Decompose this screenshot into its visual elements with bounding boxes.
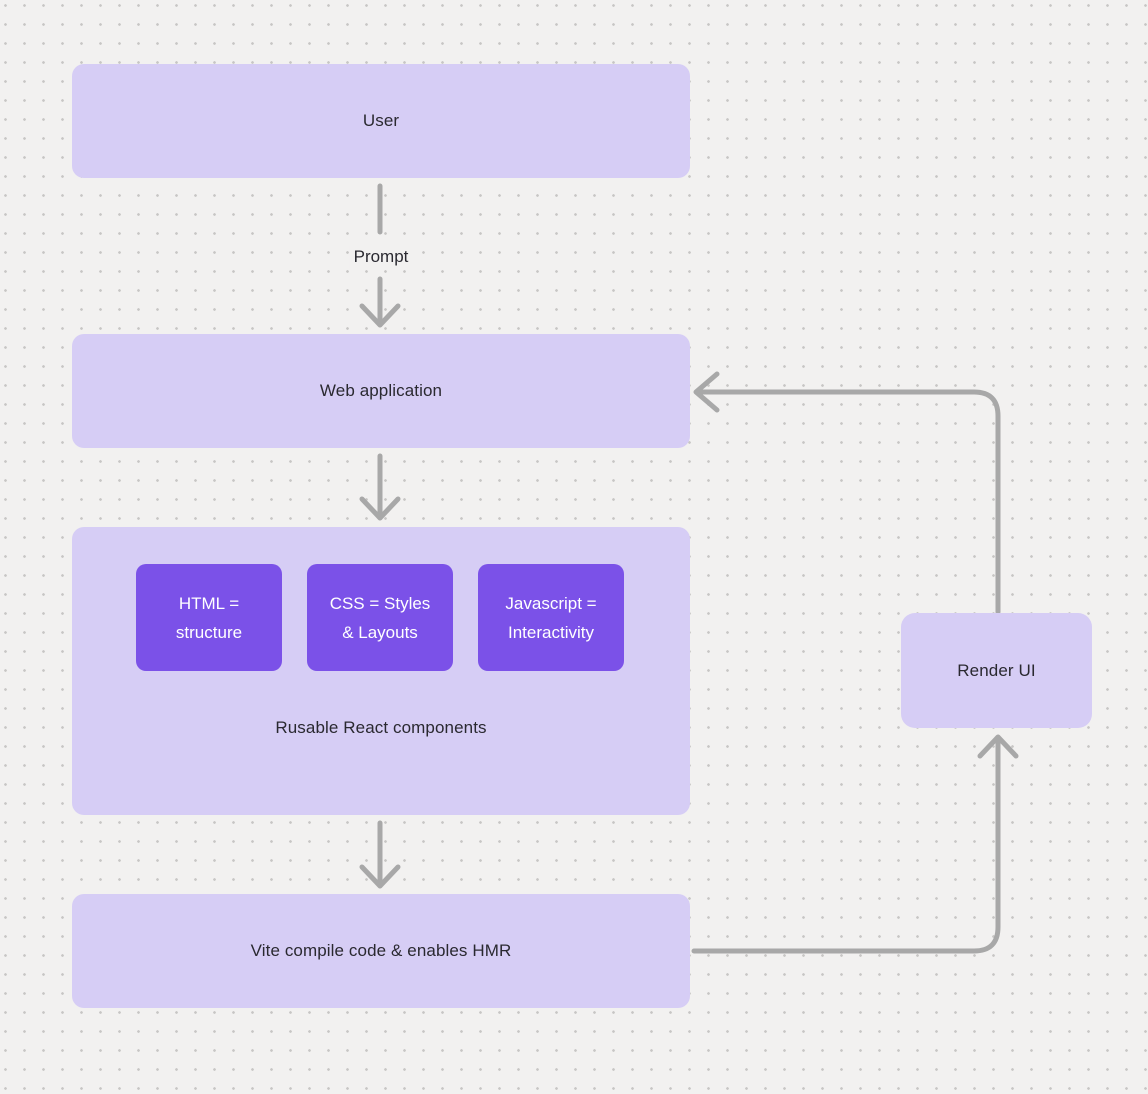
edge-webapp-to-components-arrowhead [359, 496, 401, 521]
node-html-structure: HTML = structure [136, 564, 282, 671]
node-web-application: Web application [72, 334, 690, 448]
node-javascript-interactivity-line2: Interactivity [508, 622, 594, 642]
node-css-styles: CSS = Styles & Layouts [307, 564, 453, 671]
node-render-ui: Render UI [901, 613, 1092, 728]
edge-renderui-to-webapp-line [697, 389, 1001, 615]
edge-label-prompt: Prompt [349, 246, 413, 268]
node-javascript-interactivity: Javascript = Interactivity [478, 564, 624, 671]
node-user: User [72, 64, 690, 178]
edge-renderui-to-webapp-arrowhead [693, 371, 720, 413]
edge-vite-to-renderui-arrowhead [977, 734, 1019, 759]
node-user-label: User [362, 111, 400, 130]
node-css-styles-line1: CSS = Styles [329, 593, 431, 613]
react-components-caption: Rusable React components [275, 718, 487, 737]
node-web-application-label: Web application [319, 381, 443, 400]
node-css-styles-line2: & Layouts [342, 622, 418, 642]
node-vite: Vite compile code & enables HMR [72, 894, 690, 1008]
node-vite-label: Vite compile code & enables HMR [250, 941, 512, 960]
node-react-components-group: HTML = structure CSS = Styles & Layouts … [72, 527, 690, 815]
edge-prompt-to-webapp-arrowhead [359, 303, 401, 328]
node-html-structure-line2: structure [175, 622, 243, 642]
node-render-ui-label: Render UI [957, 660, 1036, 680]
edge-components-to-vite-arrowhead [359, 864, 401, 889]
edge-vite-to-renderui-line [691, 738, 1001, 954]
node-javascript-interactivity-line1: Javascript = [505, 593, 597, 613]
node-html-structure-line1: HTML = [178, 593, 240, 613]
